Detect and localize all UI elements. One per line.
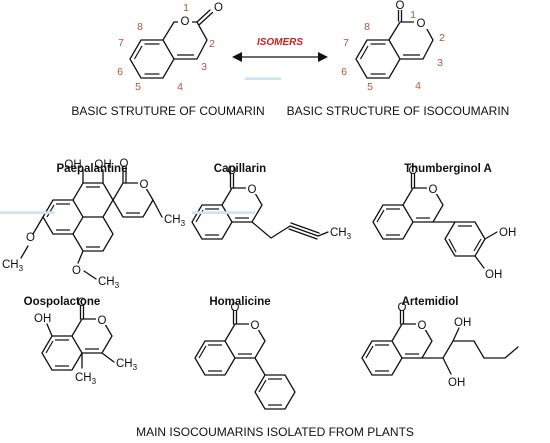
isocoumarin-number-2: 2 xyxy=(439,32,445,44)
isocoumarin-number-5: 5 xyxy=(367,81,373,93)
coumarin-number-2: 2 xyxy=(209,38,215,50)
artemidiol-oh-2: OH xyxy=(454,317,471,329)
paepalantine-oh-2: OH xyxy=(94,159,111,171)
coumarin-structure: O O 1 2 3 4 5 6 7 8 xyxy=(117,2,223,93)
oospolactone-ch3-b: CH3 xyxy=(75,372,97,386)
isocoumarin-number-8: 8 xyxy=(364,21,370,33)
thumberginol-structure: Thumberginol A O O OH OH xyxy=(372,163,516,281)
isocoumarin-structure: O O 1 2 3 4 5 6 7 8 xyxy=(341,0,445,93)
capillarin-ring-oxygen: O xyxy=(248,184,257,196)
paepalantine-methoxy-1-ch3: CH3 xyxy=(2,259,24,273)
coumarin-caption: BASIC STRUTURE OF COUMARIN xyxy=(71,104,264,118)
oospolactone-oh: OH xyxy=(34,313,51,325)
paepalantine-methoxy-1-oxygen: O xyxy=(26,232,35,244)
homalicine-name: Homalicine xyxy=(209,296,270,308)
isomers-arrow: ISOMERS ▬▬▬▬ xyxy=(232,37,328,82)
capillarin-carbonyl-oxygen: O xyxy=(228,165,237,177)
isomers-label: ISOMERS xyxy=(257,37,303,48)
isocoumarin-caption: BASIC STRUCTURE OF ISOCOUMARIN xyxy=(287,104,510,118)
isocoumarin-number-6: 6 xyxy=(341,66,347,78)
artemidiol-oh-1: OH xyxy=(448,377,465,389)
artemidiol-structure: Artemidiol O O OH OH xyxy=(361,296,519,389)
homalicine-carbonyl-oxygen: O xyxy=(231,302,240,314)
oospolactone-structure: Oospolactone O O OH CH3 CH3 xyxy=(24,296,138,386)
homalicine-structure: Homalicine O O xyxy=(194,296,296,410)
oospolactone-name: Oospolactone xyxy=(24,296,101,308)
coumarin-ring-oxygen: O xyxy=(181,16,190,28)
paepalantine-methoxy-2-ch3: CH3 xyxy=(98,276,120,290)
paepalantine-structure: Paepalantine O O OH OH CH3 O CH3 O xyxy=(0,158,186,290)
isocoumarin-ring-oxygen: O xyxy=(417,18,426,30)
coumarin-number-5: 5 xyxy=(135,81,141,93)
paepalantine-methoxy-2-oxygen: O xyxy=(72,265,81,277)
coumarin-number-7: 7 xyxy=(118,37,124,49)
watermark-text-center: ▬▬▬▬▬▬▬ xyxy=(192,206,255,216)
coumarin-number-1: 1 xyxy=(183,2,189,14)
artemidiol-ring-oxygen: O xyxy=(418,320,427,332)
thumberginol-ring-oxygen: O xyxy=(429,184,438,196)
oospolactone-ring-oxygen: O xyxy=(98,315,107,327)
coumarin-carbonyl-oxygen: O xyxy=(214,2,223,14)
capillarin-name: Capillarin xyxy=(214,163,266,175)
isocoumarin-number-7: 7 xyxy=(343,37,349,49)
thumberginol-carbonyl-oxygen: O xyxy=(409,165,418,177)
coumarin-number-8: 8 xyxy=(137,21,143,33)
isocoumarin-number-1: 1 xyxy=(410,9,416,21)
capillarin-ch3: CH3 xyxy=(330,227,352,241)
coumarin-number-4: 4 xyxy=(177,81,183,93)
oospolactone-ch3-a: CH3 xyxy=(116,358,138,372)
isocoumarin-number-3: 3 xyxy=(437,57,443,69)
thumberginol-oh-1: OH xyxy=(499,227,516,239)
thumberginol-name: Thumberginol A xyxy=(404,163,492,175)
homalicine-ring-oxygen: O xyxy=(251,320,260,332)
coumarin-number-6: 6 xyxy=(117,66,123,78)
watermark-text-left: ▬▬▬▬▬▬ xyxy=(0,206,54,216)
isocoumarin-number-4: 4 xyxy=(415,80,421,92)
paepalantine-ring-oxygen: O xyxy=(140,179,149,191)
coumarin-number-3: 3 xyxy=(201,61,207,73)
paepalantine-carbonyl-oxygen: O xyxy=(120,158,129,170)
isocoumarin-carbonyl-oxygen: O xyxy=(396,0,405,12)
oospolactone-carbonyl-oxygen: O xyxy=(78,297,87,309)
paepalantine-oh-1: OH xyxy=(64,159,81,171)
artemidiol-name: Artemidiol xyxy=(402,296,459,308)
capillarin-structure: Capillarin O O CH3 ▬▬▬▬▬▬▬ xyxy=(191,163,352,241)
footer-caption: MAIN ISOCOUMARINS ISOLATED FROM PLANTS xyxy=(136,425,414,439)
watermark-mark: ▬▬▬▬ xyxy=(245,72,281,82)
paepalantine-name: Paepalantine xyxy=(57,163,128,175)
artemidiol-carbonyl-oxygen: O xyxy=(398,302,407,314)
paepalantine-ch3: CH3 xyxy=(164,214,186,228)
thumberginol-oh-2: OH xyxy=(485,269,502,281)
